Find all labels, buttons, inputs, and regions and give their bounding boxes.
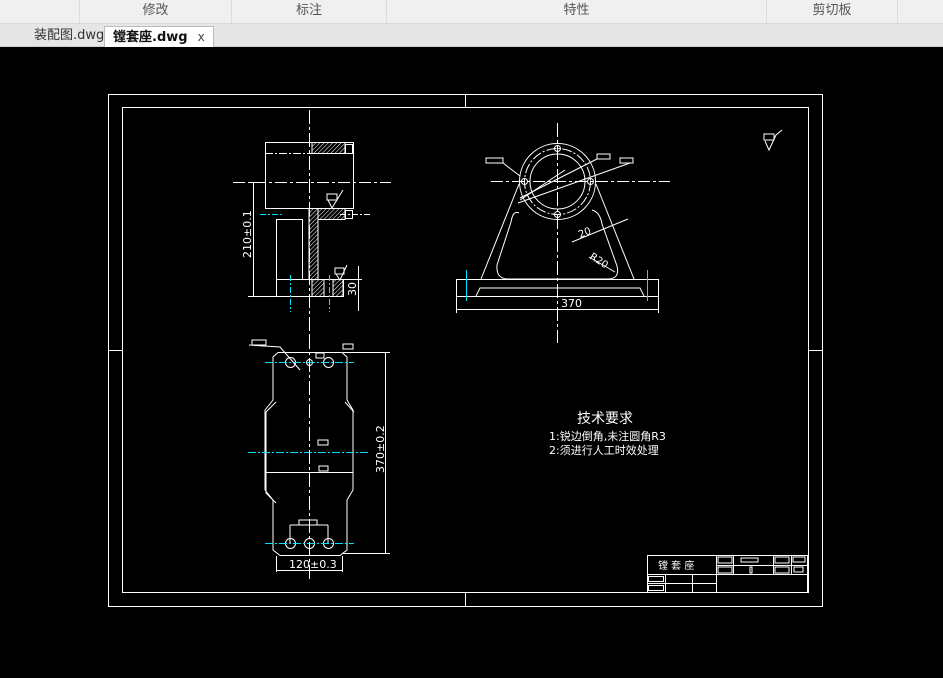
- title-block-part-name: 镗 套 座: [658, 559, 694, 572]
- dim-front-radius: R20: [587, 251, 610, 271]
- dim-side-height: 210±0.1: [241, 210, 254, 258]
- ribbon-group-blank: [898, 0, 943, 23]
- drawing-canvas[interactable]: 210±0.1 30 370 20 R20 370±0.2 120±0.3: [0, 46, 943, 678]
- document-tabs: 装配图.dwg 镗套座.dwg x: [0, 24, 943, 47]
- side-section-view: 210±0.1 30: [233, 110, 391, 340]
- dim-side-base: 30: [346, 282, 359, 296]
- dim-front-rib: 20: [577, 226, 593, 241]
- tech-line-1: 1:锐边倒角,未注圆角R3: [549, 429, 666, 443]
- tab-label: 镗套座.dwg: [113, 30, 188, 45]
- ribbon-group-modify[interactable]: 修改: [80, 0, 232, 23]
- tab-assembly-drawing[interactable]: 装配图.dwg: [26, 26, 112, 46]
- ribbon-group-blank: [0, 0, 80, 23]
- top-view: 370±0.2 120±0.3: [248, 335, 390, 580]
- tech-line-2: 2:须进行人工时效处理: [549, 443, 659, 457]
- ribbon-group-clipboard[interactable]: 剪切板: [767, 0, 898, 23]
- title-block: 镗 套 座: [647, 555, 808, 593]
- front-view: 370 20 R20: [456, 123, 670, 343]
- dim-top-width: 120±0.3: [289, 558, 337, 571]
- tech-title: 技术要求: [577, 411, 633, 427]
- drawing-frame: [108, 94, 823, 607]
- technical-requirements: 技术要求 1:锐边倒角,未注圆角R3 2:须进行人工时效处理: [549, 411, 666, 457]
- dim-top-length: 370±0.2: [374, 425, 387, 473]
- dim-front-width: 370: [561, 297, 582, 310]
- close-icon[interactable]: x: [197, 30, 205, 44]
- tab-boring-sleeve-seat[interactable]: 镗套座.dwg x: [104, 26, 214, 47]
- ribbon-group-properties[interactable]: 特性: [387, 0, 767, 23]
- tab-label: 装配图.dwg: [34, 28, 105, 43]
- roughness-symbol-icon: [763, 129, 783, 152]
- ribbon-group-annotate[interactable]: 标注: [232, 0, 387, 23]
- ribbon-panel-bar: 修改 标注 特性 剪切板: [0, 0, 943, 24]
